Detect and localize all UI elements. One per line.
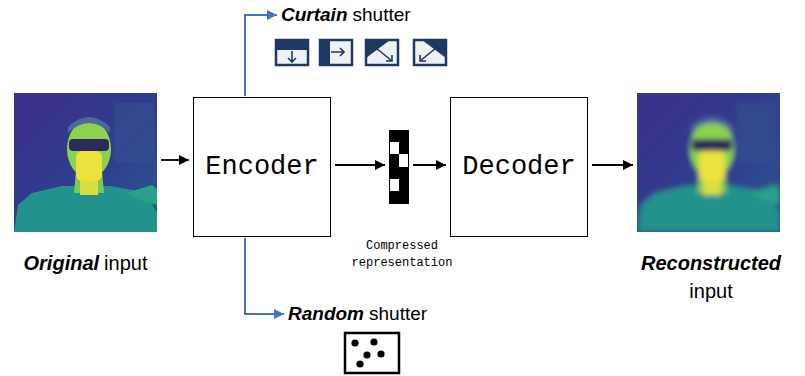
- emphasis-word: Reconstructed: [632, 249, 790, 277]
- emphasis-word: Original: [24, 252, 100, 274]
- curtain-shutter-icons: [272, 36, 457, 70]
- arrow-connector: [592, 164, 633, 166]
- encoder-box: Encoder: [193, 97, 331, 237]
- caption-text: Compressed representation: [352, 239, 453, 270]
- reconstructed-image: Reconstructedinput: [637, 93, 780, 232]
- arrow-connector: [335, 164, 385, 166]
- emphasis-word: Curtain: [281, 4, 348, 25]
- emphasis-word: Random: [288, 303, 364, 324]
- caption: Compressed representation: [327, 238, 477, 272]
- compressed-vector: [389, 130, 409, 204]
- caption: Reconstructedinput: [632, 249, 790, 305]
- thermal-image: [14, 93, 157, 232]
- shutter-label: Curtainshutter: [281, 3, 413, 27]
- decoder-box: Decoder: [450, 97, 588, 237]
- label-word: shutter: [369, 303, 427, 324]
- arrow-connector: [245, 238, 284, 314]
- caption-text: input: [632, 277, 790, 305]
- arrow-connector: [161, 159, 189, 161]
- random-shutter-icon: [343, 331, 401, 375]
- box-label: Decoder: [462, 152, 575, 182]
- caption: Originalinput: [0, 249, 187, 277]
- arrow-connector: [245, 15, 277, 96]
- label-word: shutter: [353, 4, 411, 25]
- box-label: Encoder: [205, 152, 318, 182]
- shutter-label: Randomshutter: [288, 302, 430, 326]
- input-image: Originalinput: [14, 93, 157, 232]
- arrow-connector: [413, 164, 446, 166]
- compressed-representation: Compressed representation: [389, 130, 409, 204]
- reconstructed-thermal-image: [637, 93, 780, 232]
- caption-text: input: [104, 252, 147, 274]
